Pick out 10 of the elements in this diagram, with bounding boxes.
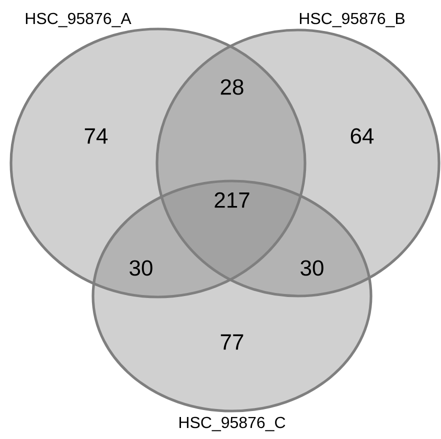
count-label: 77 xyxy=(220,334,244,350)
node-label: HSC_95876_B xyxy=(300,12,405,28)
node-label: HSC_95876_C xyxy=(180,416,286,432)
count-label: 30 xyxy=(300,260,324,276)
node-label: HSC_95876_A xyxy=(26,12,132,28)
count-label: 30 xyxy=(130,260,152,276)
count-label: 64 xyxy=(350,128,374,144)
count-label: 74 xyxy=(84,128,108,144)
count-label: 217 xyxy=(214,192,250,208)
count-label: 28 xyxy=(220,79,244,95)
